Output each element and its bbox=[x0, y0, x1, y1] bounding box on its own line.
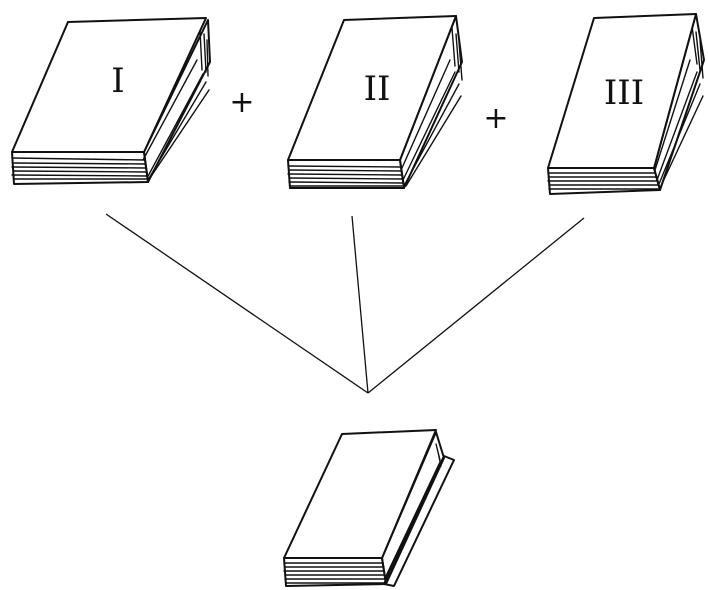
plus-sign-2: + bbox=[483, 101, 508, 136]
volume-book-1: I bbox=[11, 17, 211, 185]
volume-label-1: I bbox=[111, 61, 124, 101]
combined-book bbox=[283, 429, 455, 587]
volume-book-3: III bbox=[547, 13, 705, 195]
merge-connectors bbox=[105, 213, 585, 394]
volume-book-2: II bbox=[287, 15, 463, 189]
connector-line-2 bbox=[351, 215, 369, 394]
volume-label-2: II bbox=[364, 69, 391, 109]
connector-line-3 bbox=[367, 217, 585, 394]
plus-sign-1: + bbox=[229, 85, 254, 120]
volume-label-3: III bbox=[604, 73, 644, 113]
connector-line-1 bbox=[105, 213, 369, 394]
